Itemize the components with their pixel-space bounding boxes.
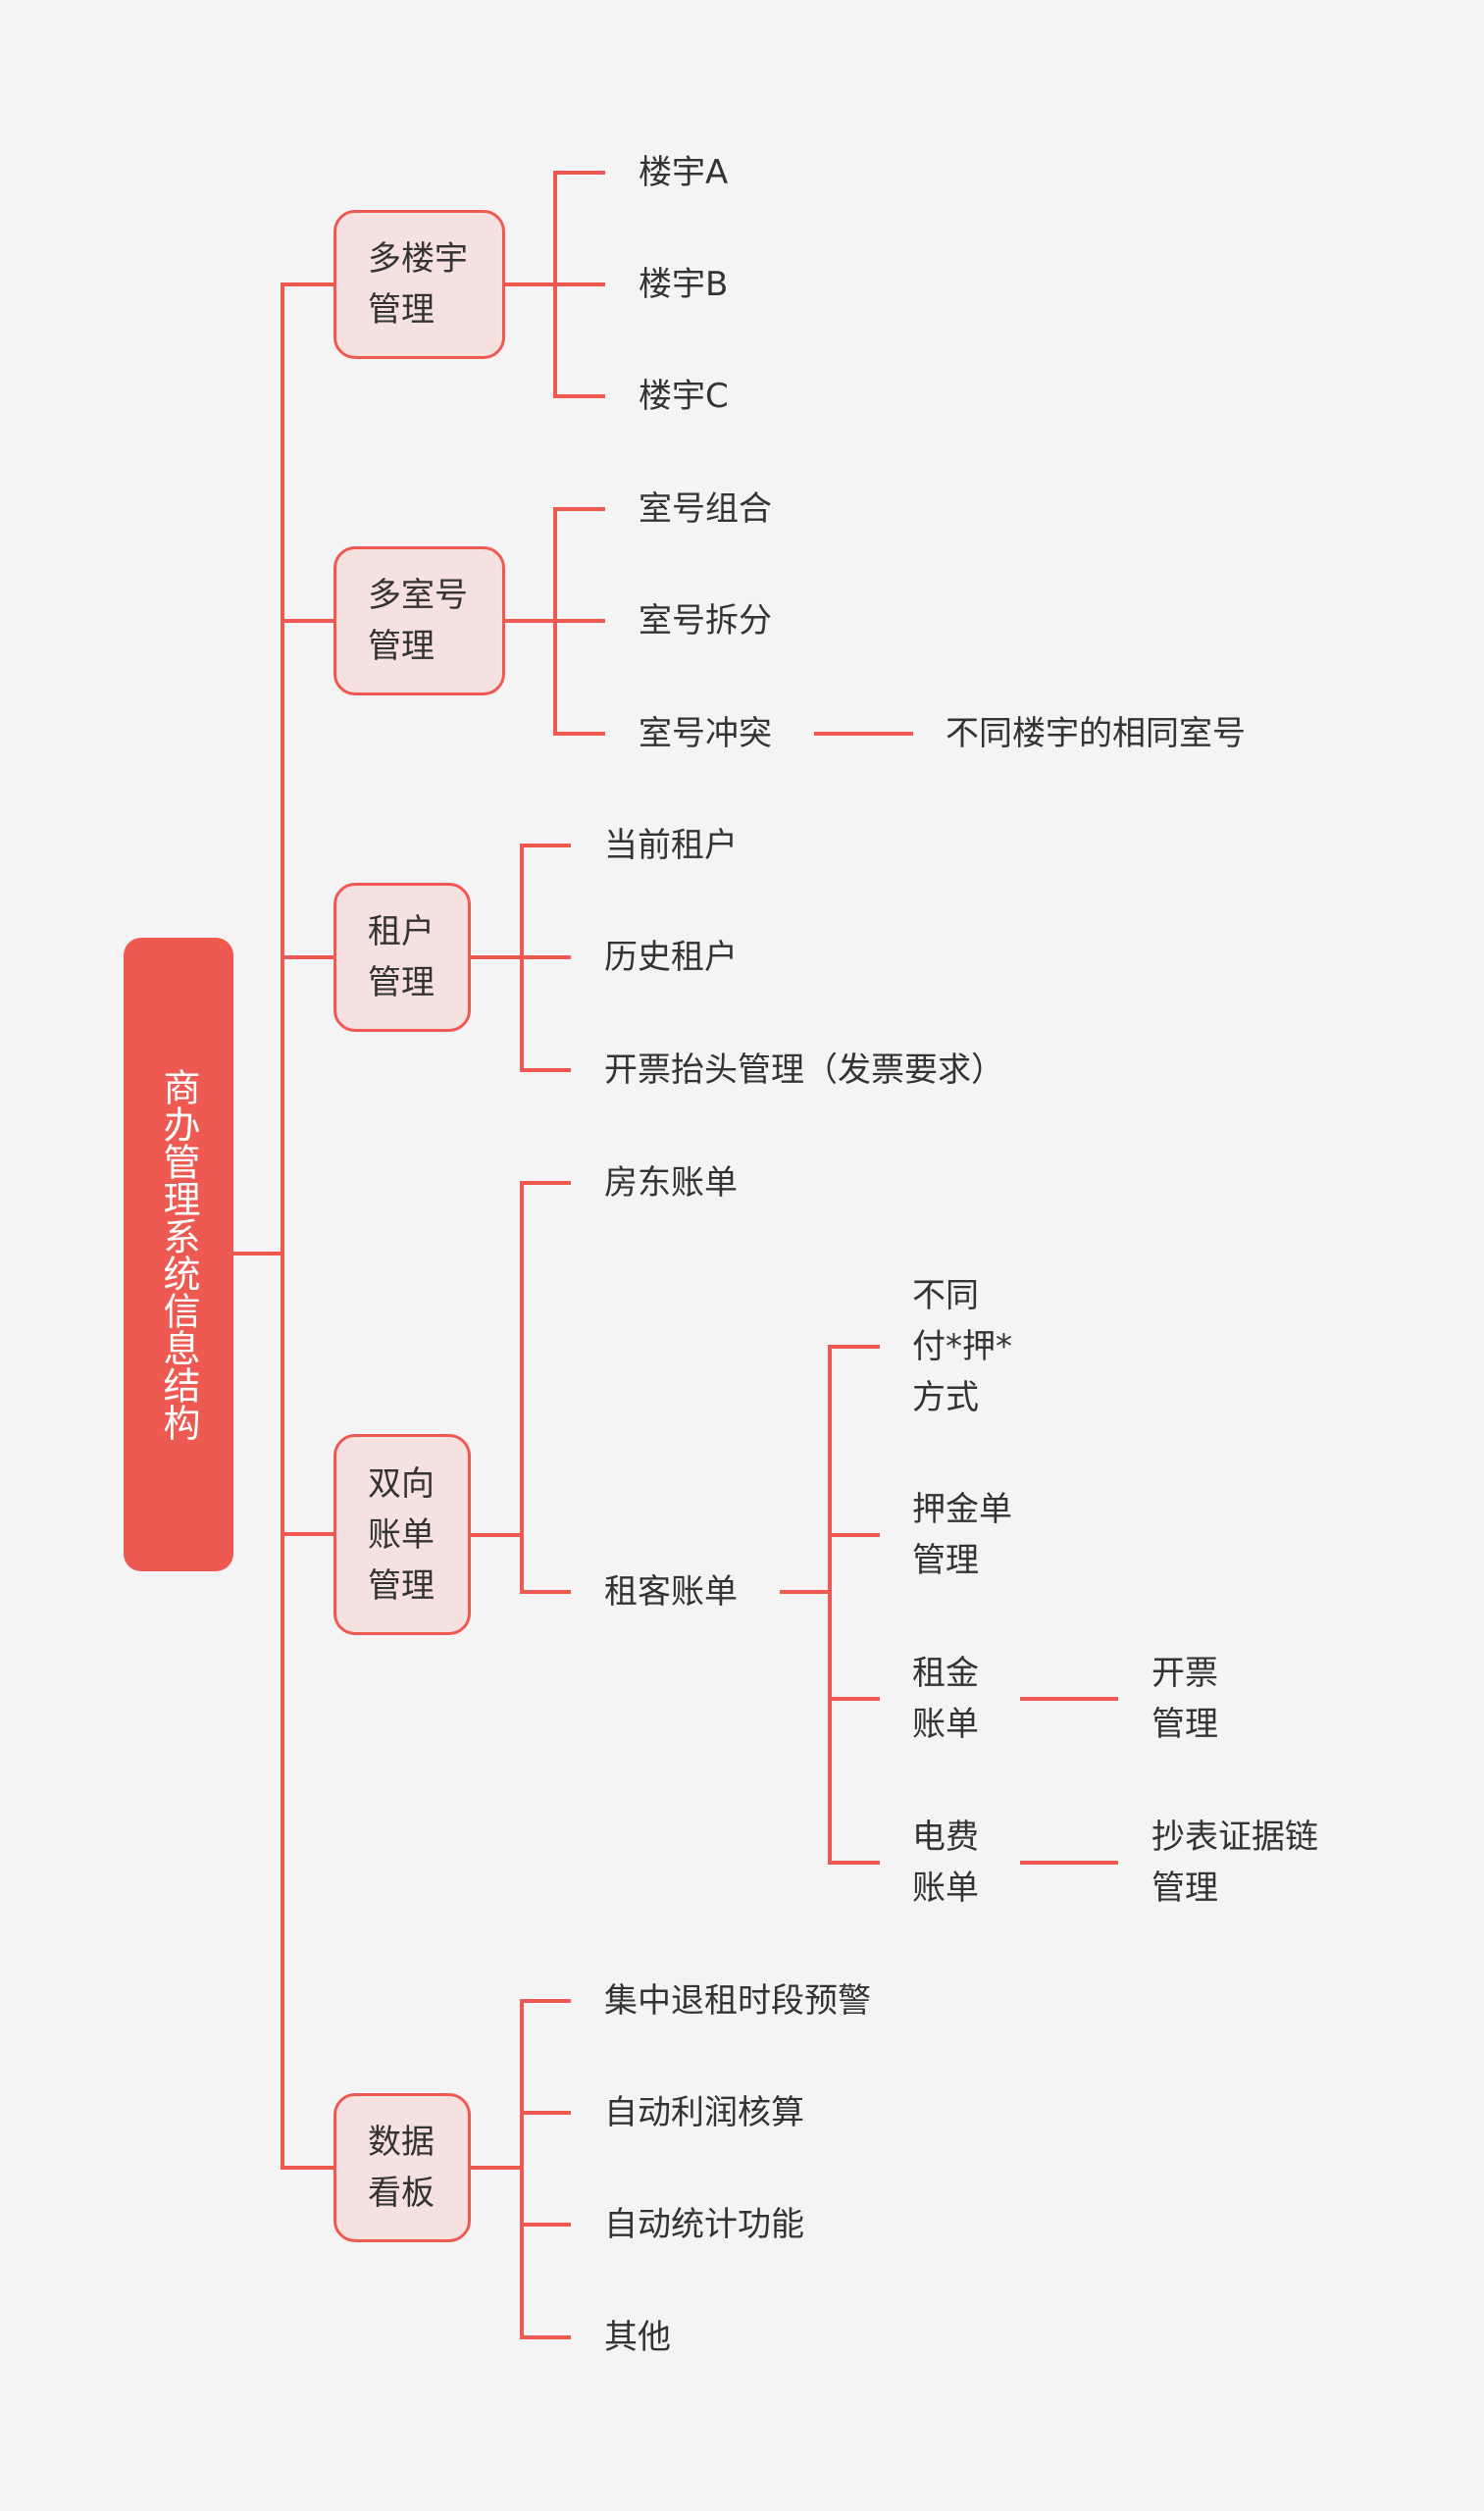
node-label: 双向 账单 管理 — [368, 1463, 435, 1606]
root-label: 商办管理系统信息结构 — [157, 1068, 200, 1441]
node-multi-building[interactable]: 多楼宇 管理 — [333, 210, 505, 359]
leaf-meter-evidence[interactable]: 抄表证据链 管理 — [1151, 1818, 1318, 1908]
leaf-same-room-different-building[interactable]: 不同楼宇的相同室号 — [946, 714, 1246, 753]
node-label: 租户 管理 — [368, 912, 435, 1002]
leaf-room-conflict[interactable]: 室号冲突 — [639, 714, 772, 753]
leaf-current-tenant[interactable]: 当前租户 — [604, 826, 738, 865]
leaf-building-a[interactable]: 楼宇A — [639, 153, 729, 192]
leaf-room-split[interactable]: 室号拆分 — [639, 601, 772, 641]
leaf-auto-statistics[interactable]: 自动统计功能 — [604, 2205, 804, 2244]
leaf-building-b[interactable]: 楼宇B — [639, 265, 729, 304]
node-multi-room[interactable]: 多室号 管理 — [333, 546, 505, 695]
leaf-invoice-title[interactable]: 开票抬头管理（发票要求） — [604, 1051, 1004, 1090]
root-node[interactable]: 商办管理系统信息结构 — [124, 938, 233, 1571]
leaf-other[interactable]: 其他 — [604, 2318, 671, 2357]
node-data-dashboard[interactable]: 数据 看板 — [333, 2093, 471, 2242]
node-label: 数据 看板 — [368, 2123, 435, 2213]
leaf-rent-bill[interactable]: 租金 账单 — [912, 1654, 979, 1744]
leaf-room-combine[interactable]: 室号组合 — [639, 489, 772, 529]
leaf-profit-accounting[interactable]: 自动利润核算 — [604, 2093, 804, 2132]
node-label: 多室号 管理 — [368, 576, 468, 666]
node-tenant-management[interactable]: 租户 管理 — [333, 883, 471, 1032]
leaf-history-tenant[interactable]: 历史租户 — [604, 938, 738, 977]
leaf-checkout-warning[interactable]: 集中退租时段预警 — [604, 1981, 871, 2021]
leaf-deposit-management[interactable]: 押金单 管理 — [912, 1490, 1012, 1580]
leaf-payment-method[interactable]: 不同 付*押* 方式 — [912, 1276, 1012, 1417]
node-bill-management[interactable]: 双向 账单 管理 — [333, 1434, 471, 1635]
node-label: 多楼宇 管理 — [368, 239, 468, 330]
leaf-tenant-bill[interactable]: 租客账单 — [604, 1572, 738, 1612]
leaf-invoice-management[interactable]: 开票 管理 — [1151, 1654, 1218, 1744]
leaf-electricity-bill[interactable]: 电费 账单 — [912, 1818, 979, 1908]
leaf-building-c[interactable]: 楼宇C — [639, 377, 729, 416]
leaf-landlord-bill[interactable]: 房东账单 — [604, 1163, 738, 1203]
